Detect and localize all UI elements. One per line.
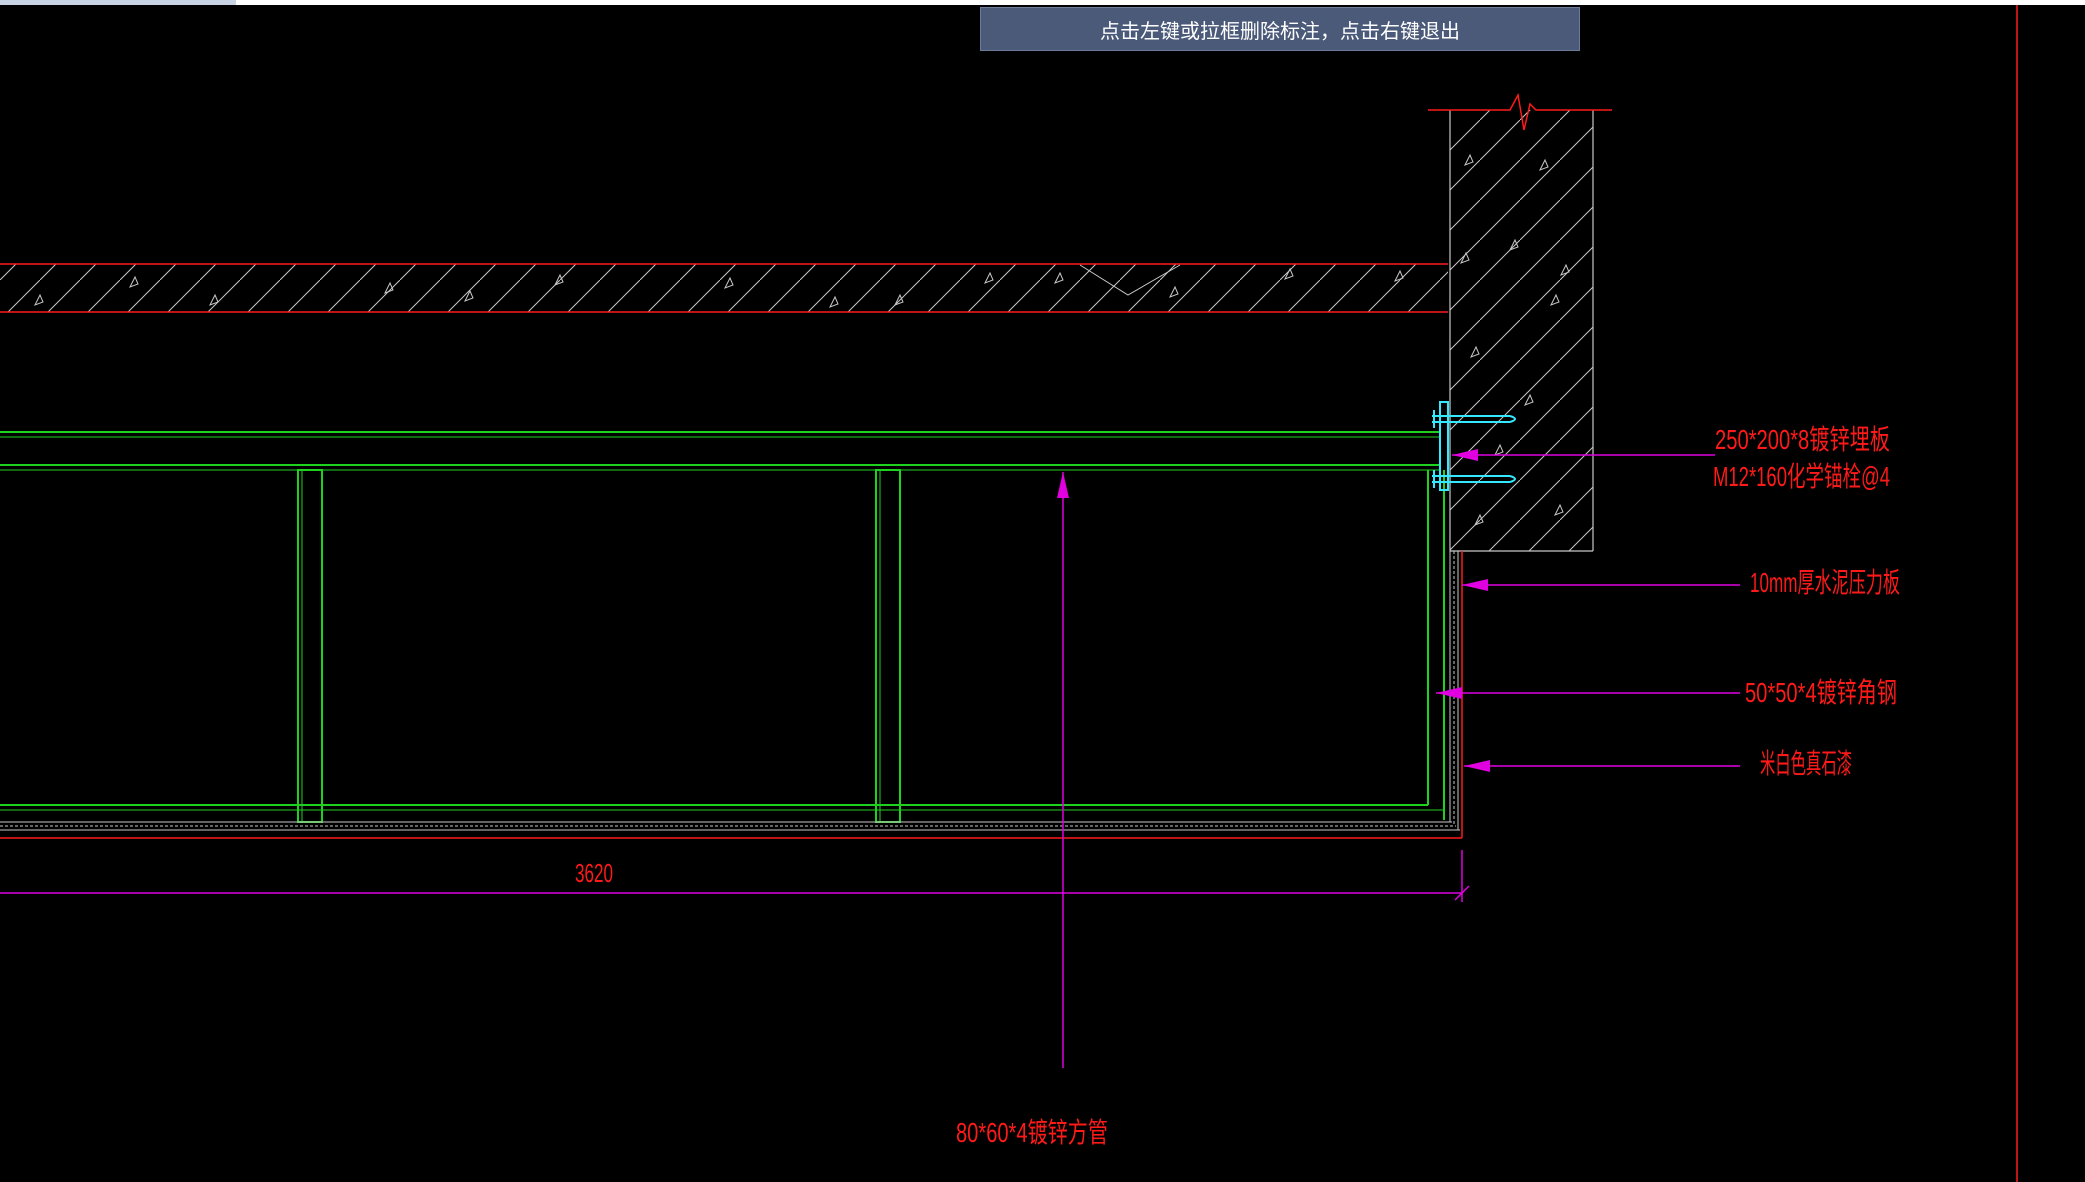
label-square-tube[interactable]: 80*60*4镀锌方管 bbox=[956, 1117, 1108, 1148]
steel-frame[interactable] bbox=[0, 431, 1445, 823]
command-prompt-bar: 点击左键或拉框删除标注，点击右键退出 bbox=[980, 7, 1580, 51]
aggregate-mark bbox=[1463, 153, 1474, 166]
aggregate-mark bbox=[1393, 269, 1404, 282]
aggregate-mark bbox=[33, 293, 44, 306]
anchor-bolt-upper[interactable] bbox=[1432, 410, 1516, 428]
annotation-texts: 250*200*8镀锌埋板 M12*160化学锚栓@4 10mm厚水泥压力板 5… bbox=[956, 424, 1900, 1148]
dimension-3620[interactable]: 3620 bbox=[0, 850, 1470, 902]
aggregate-mark bbox=[723, 276, 734, 289]
aggregate-mark bbox=[1508, 238, 1519, 251]
aggregate-mark bbox=[1553, 503, 1564, 516]
aggregate-mark bbox=[208, 293, 219, 306]
cladding-layers[interactable] bbox=[0, 551, 1463, 839]
toolbar-tab[interactable] bbox=[0, 0, 236, 5]
aggregate-mark bbox=[463, 289, 474, 302]
aggregate-mark bbox=[1523, 393, 1534, 406]
break-line bbox=[1428, 92, 1612, 131]
dimension-value: 3620 bbox=[575, 858, 613, 888]
label-cement-board[interactable]: 10mm厚水泥压力板 bbox=[1750, 567, 1900, 598]
aggregate-mark bbox=[383, 281, 394, 294]
aggregate-mark bbox=[1459, 251, 1470, 264]
aggregate-mark bbox=[128, 275, 139, 288]
aggregate-mark bbox=[1469, 345, 1480, 358]
concrete-slab[interactable] bbox=[0, 263, 1448, 313]
aggregate-mark bbox=[1168, 285, 1179, 298]
leader-lines bbox=[1057, 449, 1740, 1068]
prompt-text: 点击左键或拉框删除标注，点击右键退出 bbox=[1100, 18, 1460, 43]
aggregate-mark bbox=[983, 271, 994, 284]
aggregate-mark bbox=[828, 295, 839, 308]
concrete-wall[interactable] bbox=[1428, 92, 1612, 552]
top-toolbar-strip bbox=[0, 0, 2085, 5]
aggregate-mark bbox=[1549, 293, 1560, 306]
label-anchor-bolt[interactable]: M12*160化学锚栓@4 bbox=[1713, 461, 1890, 492]
aggregate-mark bbox=[1053, 271, 1064, 284]
label-stone-paint[interactable]: 米白色真石漆 bbox=[1760, 748, 1852, 779]
aggregate-mark bbox=[1283, 267, 1294, 280]
aggregate-mark bbox=[1559, 263, 1570, 276]
aggregate-mark bbox=[893, 293, 904, 306]
embed-plate[interactable] bbox=[1439, 401, 1449, 491]
aggregate-mark bbox=[553, 273, 564, 286]
label-angle-steel[interactable]: 50*50*4镀锌角钢 bbox=[1745, 677, 1897, 708]
aggregate-mark bbox=[1538, 158, 1549, 171]
label-embed-plate[interactable]: 250*200*8镀锌埋板 bbox=[1715, 424, 1890, 455]
aggregate-mark bbox=[1493, 443, 1504, 456]
aggregate-mark bbox=[1473, 513, 1484, 526]
anchor-bolt-lower[interactable] bbox=[1432, 470, 1516, 488]
